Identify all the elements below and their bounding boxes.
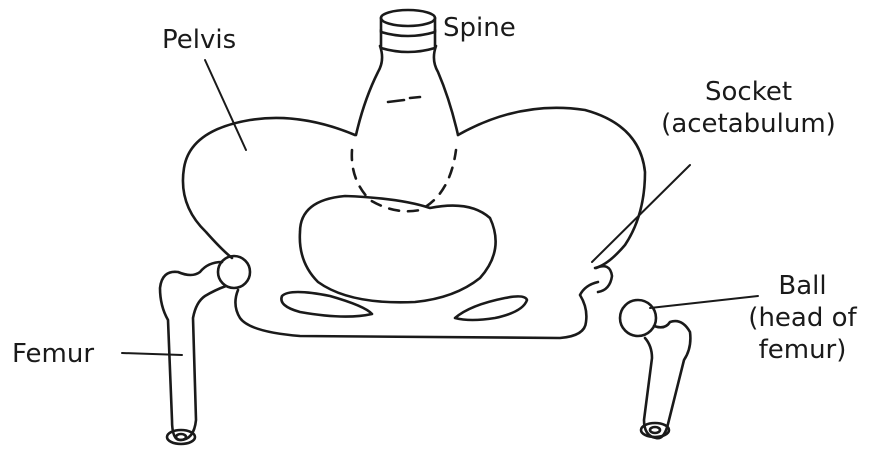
ball-label-line1: Ball [740,270,865,302]
femur-label: Femur [12,338,94,370]
socket-label-line1: Socket [646,76,851,108]
spine-label: Spine [443,12,516,44]
ball-label: Ball (head of femur) [740,270,865,366]
pelvis-label: Pelvis [162,24,236,56]
femur-leader-line [122,353,182,355]
left-femur [160,256,250,444]
socket-label: Socket (acetabulum) [646,76,851,140]
pelvis [183,108,645,338]
ball-label-line2: (head of [740,302,865,334]
right-femur [620,300,690,438]
socket-label-line2: (acetabulum) [646,108,851,140]
pelvis-leader-line [205,60,246,150]
socket-leader-line [592,165,690,262]
ball-label-line3: femur) [740,334,865,366]
